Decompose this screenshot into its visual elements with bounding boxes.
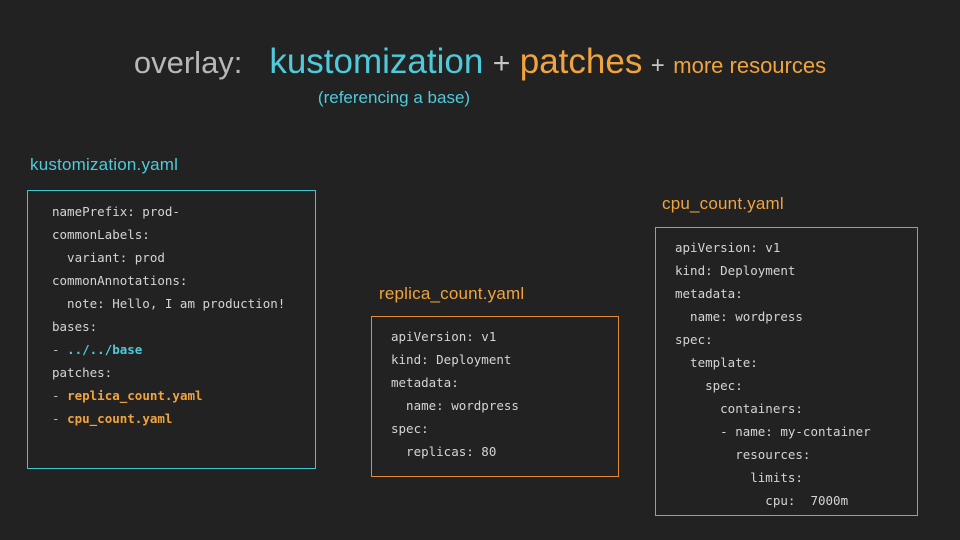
title-plus-2: + — [650, 52, 665, 79]
code-list-dash: - — [52, 411, 68, 426]
code-line: name: wordpress — [391, 398, 519, 413]
code-line: limits: — [675, 470, 803, 485]
title-term-patches: patches — [519, 42, 643, 81]
code-line: apiVersion: v1 — [391, 329, 497, 344]
code-line: containers: — [675, 401, 803, 416]
code-line: spec: — [391, 421, 429, 436]
panel-label-replica-count-yaml: replica_count.yaml — [379, 284, 525, 303]
code-line: replicas: 80 — [391, 444, 497, 459]
code-line: note: Hello, I am production! — [52, 296, 286, 311]
code-line: metadata: — [675, 286, 743, 301]
code-list-dash: - — [52, 388, 68, 403]
slide-subtitle: (referencing a base) — [0, 88, 960, 108]
code-line: apiVersion: v1 — [675, 240, 781, 255]
code-line: - replica_count.yaml — [52, 384, 285, 407]
code-line: commonLabels: — [52, 227, 150, 242]
code-highlight-value: cpu_count.yaml — [67, 411, 173, 426]
code-line: variant: prod — [52, 250, 165, 265]
code-line: name: wordpress — [675, 309, 803, 324]
title-prefix: overlay: — [133, 45, 243, 80]
code-line: kind: Deployment — [675, 263, 796, 278]
title-trailing-text: more resources — [673, 53, 827, 78]
title-term-kustomization: kustomization — [269, 42, 484, 81]
code-highlight-value: ../../base — [67, 342, 143, 357]
panel-label-cpu-count-yaml: cpu_count.yaml — [662, 194, 784, 213]
code-line: metadata: — [391, 375, 459, 390]
code-block-kustomization-yaml: namePrefix: prod-commonLabels: variant: … — [52, 200, 285, 430]
code-line: spec: — [675, 332, 713, 347]
code-line: patches: — [52, 365, 113, 380]
title-plus-1: + — [492, 47, 511, 80]
code-line: - cpu_count.yaml — [52, 407, 285, 430]
subtitle-text: (referencing a base) — [317, 88, 471, 107]
slide-title: overlay: kustomization + patches + more … — [0, 44, 960, 79]
code-line: commonAnnotations: — [52, 273, 188, 288]
code-line: spec: — [675, 378, 743, 393]
title-line: overlay: kustomization + patches + more … — [0, 44, 960, 79]
code-line: template: — [675, 355, 758, 370]
code-line: - ../../base — [52, 338, 285, 361]
code-line: resources: — [675, 447, 811, 462]
code-line: bases: — [52, 319, 98, 334]
code-list-dash: - — [52, 342, 68, 357]
code-line: cpu: 7000m — [675, 493, 849, 508]
code-panel-kustomization-yaml: namePrefix: prod-commonLabels: variant: … — [27, 190, 316, 469]
panel-label-kustomization-yaml: kustomization.yaml — [30, 155, 179, 174]
code-line: kind: Deployment — [391, 352, 512, 367]
code-line: - name: my-container — [675, 424, 871, 439]
code-highlight-value: replica_count.yaml — [67, 388, 203, 403]
code-line: namePrefix: prod- — [52, 204, 180, 219]
